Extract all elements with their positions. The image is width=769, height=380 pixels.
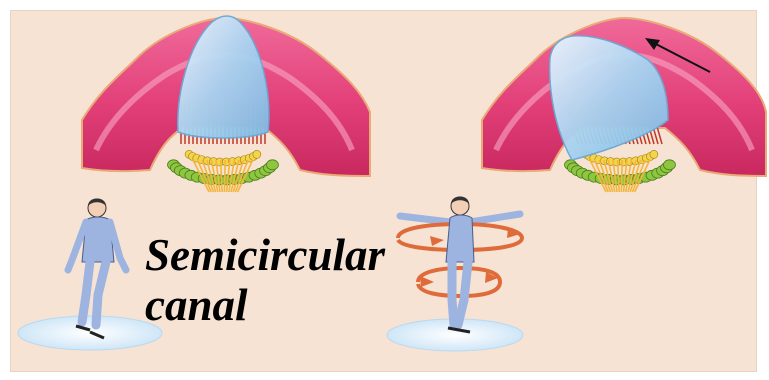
hair-cell-body: [253, 150, 261, 158]
caption-line-1: Semicircular: [145, 230, 385, 280]
support-cell: [266, 160, 278, 170]
caption: Semicircular canal: [145, 230, 385, 330]
ampulla-during-rotation: [482, 18, 766, 192]
skater-leg: [96, 262, 106, 325]
skater-leg: [458, 262, 468, 325]
ampulla-at-rest: [82, 16, 370, 192]
skater-leg: [452, 262, 454, 325]
caption-line-2: canal: [145, 280, 385, 330]
support-cells: [168, 150, 279, 185]
skater-spinning: [398, 197, 522, 333]
hair-cell-body: [650, 150, 658, 158]
rotation-arrowhead: [420, 276, 434, 287]
skater-torso: [446, 215, 474, 262]
rotation-arrowhead: [430, 236, 444, 246]
support-cell: [663, 160, 675, 170]
skater-leg: [82, 262, 90, 322]
nerve-fiber: [621, 160, 622, 192]
nerve-fiber: [224, 160, 225, 192]
